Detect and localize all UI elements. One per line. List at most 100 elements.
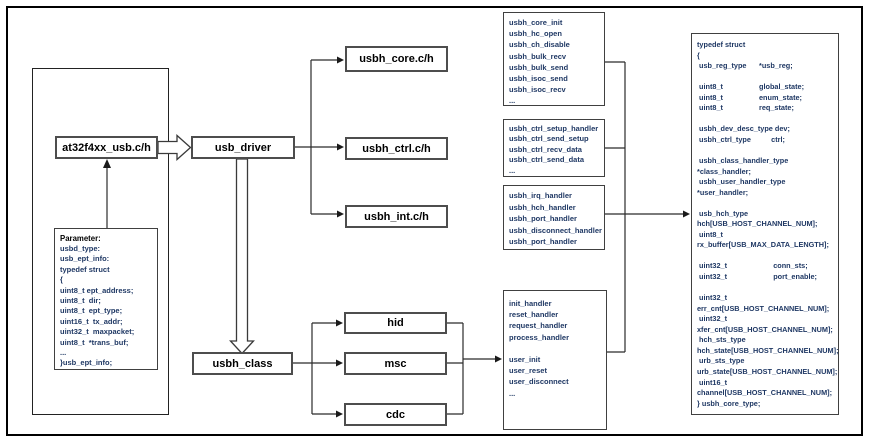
arrowhead-msc [336, 359, 343, 367]
node-usb-driver: usb_driver [191, 136, 295, 159]
code-line: usb_hch_type [697, 208, 749, 218]
parameter-box-lines: usbd_type:usb_ept_info:typedef struct{ui… [60, 244, 153, 369]
arrowhead-core [337, 56, 344, 64]
node-hid: hid [344, 312, 447, 334]
code-line: *user_handler; [697, 187, 749, 197]
node-msc: msc [344, 352, 447, 375]
code-line: uint8_t ept_type; [60, 306, 123, 316]
code-line: usbh_core_init [509, 18, 563, 27]
code-line: ... [509, 96, 516, 106]
code-line: usbh_ctrl_send_setup [509, 134, 589, 144]
code-line: usbh_isoc_recv [509, 85, 566, 95]
code-line: }usb_ept_info; [60, 358, 113, 368]
code-line: ... [60, 348, 67, 358]
code-line [509, 343, 602, 354]
code-line: reset_handler [509, 310, 559, 320]
code-line: process_handler [509, 332, 570, 342]
code-line: usbh_bulk_recv [509, 51, 567, 61]
code-line: usbh_class_handler_type [697, 156, 789, 166]
node-at32f4xx-usb: at32f4xx_usb.c/h [55, 136, 158, 159]
node-usbh-class: usbh_class [192, 352, 293, 375]
code-line: user_init [509, 355, 541, 365]
code-line: uint8_t ept_address; [60, 285, 134, 295]
typedef-struct-box: typedef struct{ usb_reg_type*usb_reg; ui… [691, 33, 839, 415]
arrowhead-typedef [683, 210, 690, 218]
code-line: xfer_cnt[USB_HOST_CHANNEL_NUM]; [697, 324, 833, 334]
code-line: ... [509, 388, 516, 398]
code-line: uint16_t tx_addr; [60, 316, 123, 326]
code-line: usbh_dev_desc_type dev; [697, 124, 790, 134]
code-line: init_handler [509, 299, 552, 308]
code-line [697, 114, 834, 125]
module-group-box [32, 68, 169, 415]
code-line: hch_state[USB_HOST_CHANNEL_NUM]; [697, 345, 839, 355]
code-line: *class_handler; [697, 166, 751, 176]
arrowhead-up [103, 159, 111, 168]
arrowhead-int [337, 210, 344, 218]
code-line: usb_reg_type*usb_reg; [697, 61, 793, 71]
arrowhead-ctrl [337, 143, 344, 151]
code-line: urb_state[USB_HOST_CHANNEL_NUM]; [697, 366, 838, 376]
arrowhead-cdc [336, 410, 343, 418]
code-line: typedef struct [60, 264, 110, 274]
code-line: usbh_port_handler [509, 237, 577, 247]
code-line: usbh_hch_handler [509, 202, 576, 212]
code-line: uint32_t [697, 314, 728, 324]
node-usbh-int: usbh_int.c/h [345, 205, 448, 228]
code-line: ... [509, 165, 516, 175]
node-cdc: cdc [344, 403, 447, 426]
parameter-box: Parameter: usbd_type:usb_ept_info:typede… [54, 228, 158, 370]
code-line: uint8_t dir; [60, 296, 101, 306]
code-line: uint8_t *trans_buf; [60, 337, 129, 347]
code-line: hch[USB_HOST_CHANNEL_NUM]; [697, 219, 818, 229]
code-line: uint32_t [697, 293, 728, 303]
code-line [697, 145, 834, 156]
code-line: usb_ept_info: [60, 254, 110, 264]
code-line: usbh_ctrl_setup_handler [509, 124, 599, 133]
code-line: uint16_t [697, 377, 728, 387]
code-line: usbh_isoc_send [509, 74, 568, 84]
arrowhead-hid [336, 319, 343, 327]
code-line: usbh_hc_open [509, 29, 562, 39]
code-line: err_cnt[USB_HOST_CHANNEL_NUM]; [697, 303, 830, 313]
code-line: request_handler [509, 321, 568, 331]
code-line: typedef struct [697, 40, 746, 49]
code-line: uint32_t maxpacket; [60, 327, 135, 337]
code-line: } usbh_core_type; [697, 398, 761, 408]
outer-border [6, 6, 863, 436]
code-line: usbh_ctrl_recv_data [509, 144, 582, 154]
connector-right-bus [604, 61, 684, 353]
code-line: usbh_ctrl_send_data [509, 155, 585, 165]
code-line: usbh_ch_disable [509, 40, 570, 50]
code-line: channel[USB_HOST_CHANNEL_NUM]; [697, 388, 833, 398]
code-line: usbh_irq_handler [509, 191, 572, 200]
int-functions-box: usbh_irq_handler usbh_hch_handler usbh_por… [503, 185, 605, 250]
code-line: usbh_ctrl_type ctrl; [697, 134, 785, 144]
code-line: { [60, 275, 63, 285]
code-line [697, 251, 834, 262]
code-line: usbh_bulk_send [509, 62, 569, 72]
arrowhead-class-funcs [495, 355, 502, 363]
code-line: uint32_t port_enable; [697, 272, 817, 282]
code-line: uint32_t conn_sts; [697, 261, 808, 271]
parameter-box-title: Parameter: [60, 234, 101, 243]
code-line: uint8_t [697, 229, 723, 239]
code-line [697, 72, 834, 83]
code-line: { [697, 50, 700, 60]
code-line: usbd_type: [60, 244, 101, 253]
connector-class-bus [293, 322, 337, 415]
block-arrow-down-icon [229, 158, 255, 355]
node-usbh-ctrl: usbh_ctrl.c/h [345, 137, 448, 160]
code-line [697, 283, 834, 294]
code-line: usbh_port_handler [509, 214, 577, 224]
code-line: hch_sts_type [697, 335, 746, 345]
block-arrow-right-icon [157, 134, 192, 161]
connector-hid-msc-cdc-bus [447, 322, 496, 415]
